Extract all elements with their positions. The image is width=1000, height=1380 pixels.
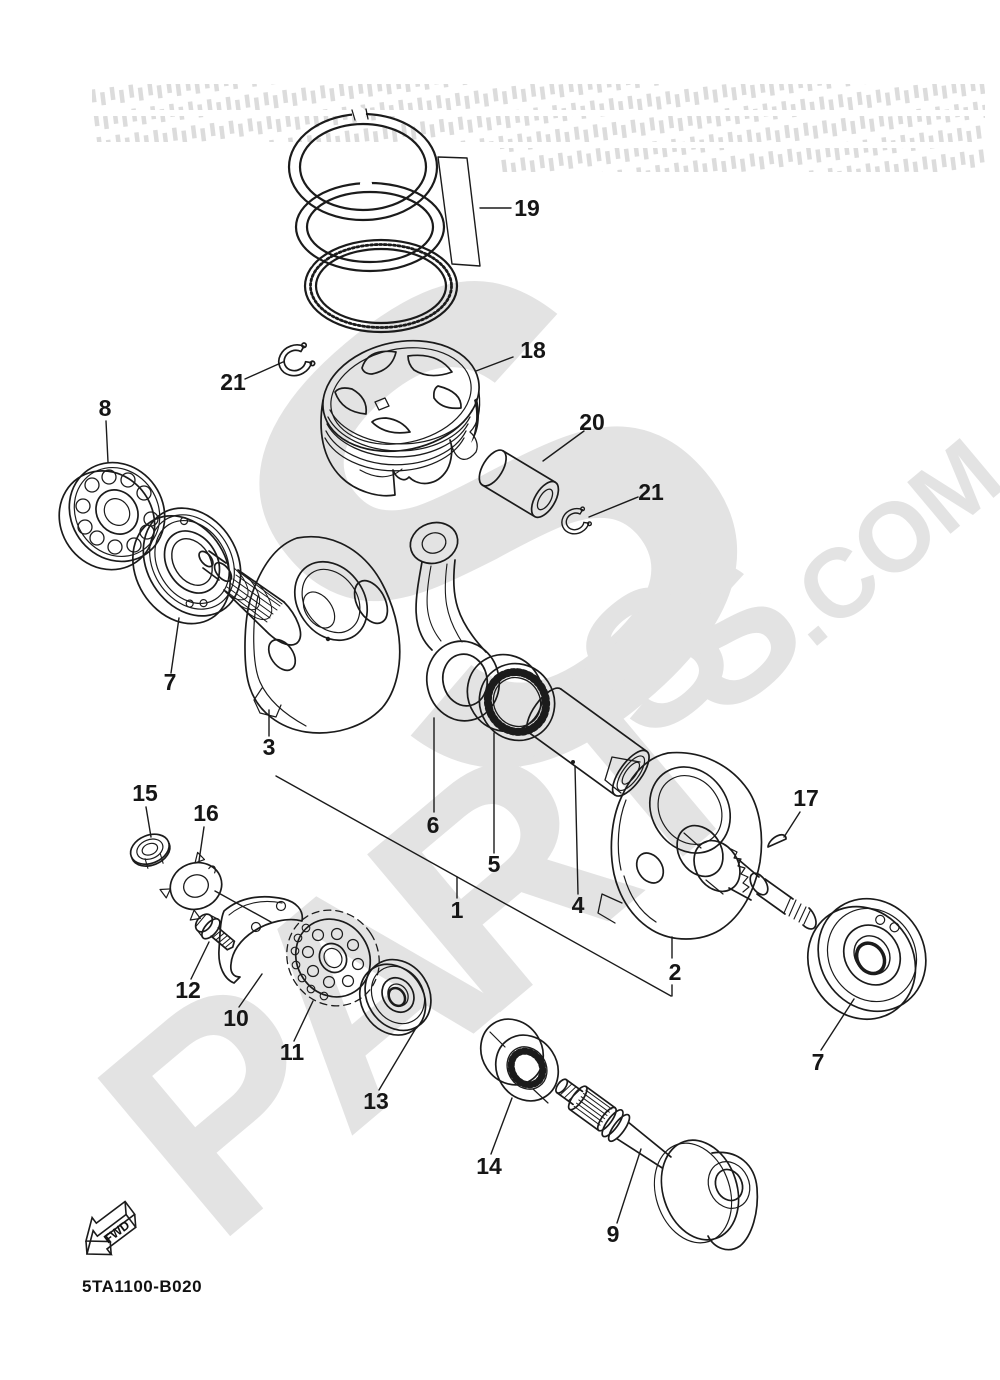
bearing-7-right-art [806,897,927,1021]
diagram-line-art [58,107,927,1251]
watermark: S P A R T S S .COM [40,84,1000,1298]
diagram-code-label: 5TA1100-B020 [82,1277,202,1296]
crank-web-left-art [198,535,401,734]
callout-14: 14 [476,1153,502,1179]
callout-2: 2 [669,959,682,985]
callout-16: 16 [193,800,219,826]
piston-rings-art [287,107,459,334]
bearing-8-art [58,461,166,571]
callout-12: 12 [175,977,201,1003]
fwd-direction-marker: FWD [84,1200,137,1256]
bearing-8-balls [75,469,159,555]
callout-7-b: 7 [812,1049,825,1075]
callout-20: 20 [579,409,605,435]
balancer-shaft-art [555,1078,759,1251]
watermark-hatch-band [92,116,985,142]
callout-7-a: 7 [164,669,177,695]
callout-21-a: 21 [220,369,246,395]
callout-6: 6 [427,812,440,838]
crank-web-right-art [597,751,817,940]
piston-art [320,339,481,497]
callout-15: 15 [132,780,158,806]
callout-10: 10 [223,1005,249,1031]
callout-8: 8 [99,395,112,421]
callout-leader-lines [105,356,855,1224]
gear-holes [301,927,365,989]
callout-3: 3 [263,734,276,760]
watermark-hatch-band [500,148,985,172]
circlip-left-art [278,342,316,377]
callout-4: 4 [572,892,585,918]
balancer-gear-art [286,909,380,1007]
callout-9: 9 [607,1221,620,1247]
crank-pin-art [526,687,650,797]
callout-17: 17 [793,785,819,811]
circlip-right-art [561,506,592,535]
balancer-bearing-art [358,958,432,1036]
callouts: 19 21 18 20 21 8 7 3 15 16 6 5 1 4 17 2 … [99,195,825,1247]
woodruff-key-art [767,833,787,848]
watermark-hatch-band [92,84,985,110]
callout-1: 1 [451,897,464,923]
gear-teeth [290,923,329,1001]
callout-13: 13 [363,1088,389,1114]
balancer-bushing-art [479,1018,560,1104]
balancer-nut-art [129,833,171,869]
bearing-7-left-art [131,507,242,625]
spline-hatch [225,567,283,623]
piston-pin-art [478,449,560,519]
callout-5: 5 [488,851,501,877]
callout-19: 19 [514,195,540,221]
thread-hatch [783,896,811,925]
balancer-weight-art [218,895,304,984]
callout-11: 11 [280,1039,305,1065]
callout-21-b: 21 [638,479,664,505]
balancer-bolt-art [194,913,236,951]
callout-18: 18 [520,337,546,363]
lock-washer-art [159,851,223,921]
callout-19-bracket [437,156,512,267]
